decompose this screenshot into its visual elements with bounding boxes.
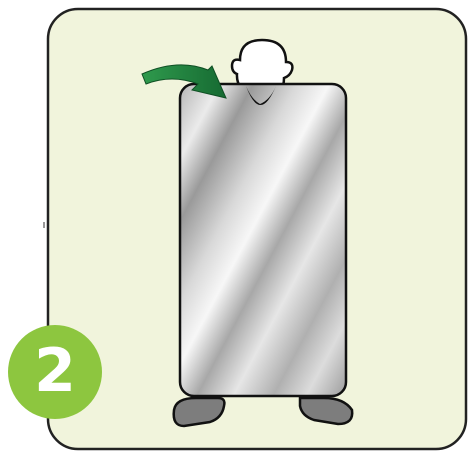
- step-number: 2: [34, 341, 76, 401]
- step-number-badge: 2: [8, 325, 102, 419]
- mirror-sheet: [180, 84, 346, 396]
